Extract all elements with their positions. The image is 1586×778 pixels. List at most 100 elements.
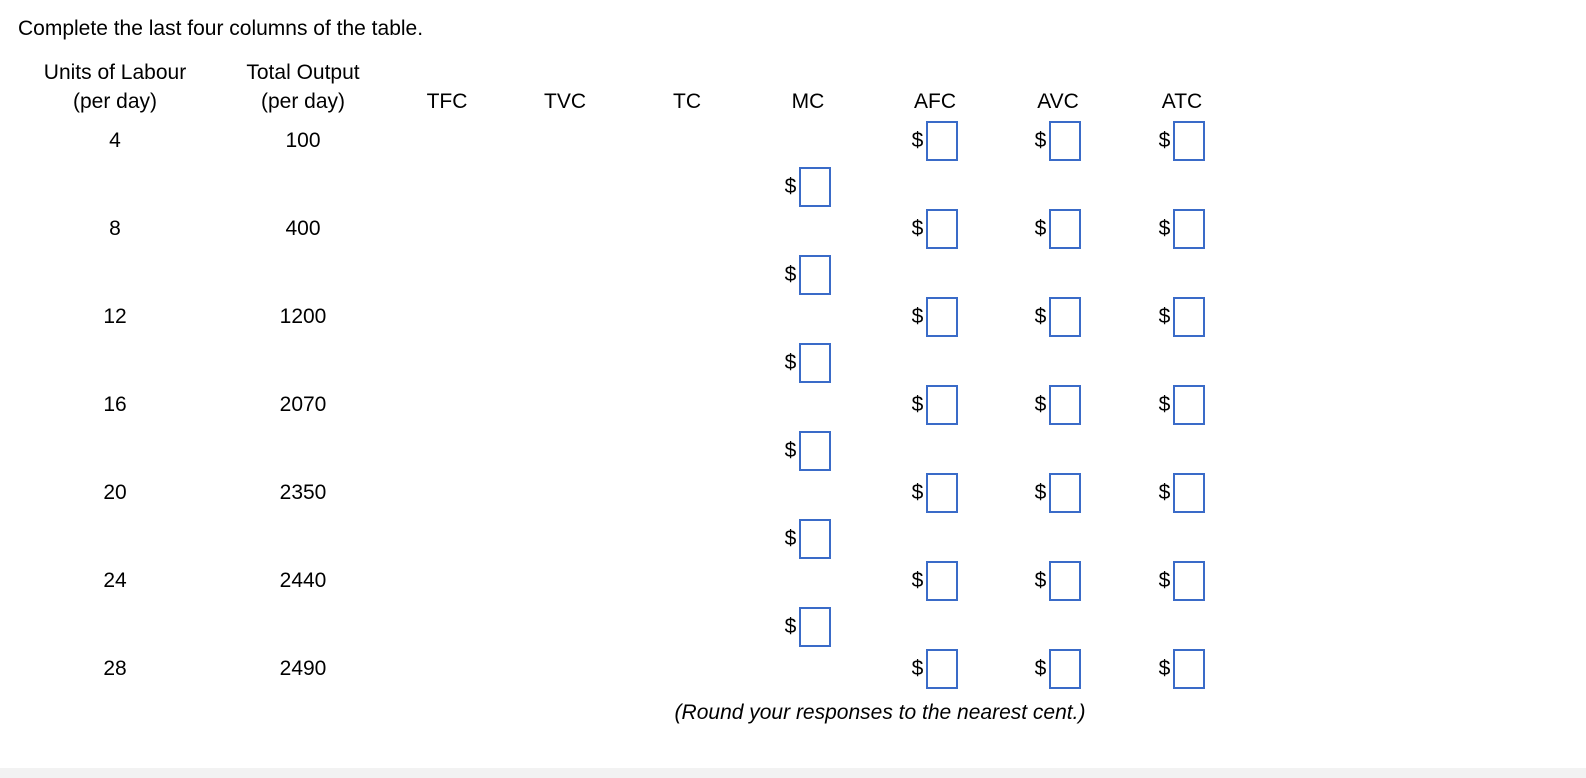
mc-input[interactable] [799,167,832,207]
header-avc: AVC [1037,90,1079,113]
afc-input[interactable] [926,297,959,338]
output-value: 2350 [279,481,327,504]
header-atc: ATC [1161,90,1203,113]
dollar-sign: $ [784,615,797,638]
table-row: 8 400 $ $ $ [0,207,1264,251]
dollar-sign: $ [1034,569,1047,593]
labour-value: 4 [109,129,121,152]
afc-cell: $ [854,471,1016,515]
dollar-sign: $ [1034,217,1047,241]
mc-input-group: $ [762,341,854,385]
dollar-sign: $ [1158,129,1171,153]
avc-cell: $ [1016,383,1100,427]
afc-input[interactable] [926,473,959,514]
table-row: 12 1200 $ $ $ [0,295,1264,339]
mc-input[interactable] [799,255,832,295]
atc-input[interactable] [1173,561,1206,602]
output-value: 2490 [279,657,327,680]
header-labour-per-day: (per day) [72,90,158,113]
dollar-sign: $ [1158,481,1171,505]
dollar-sign: $ [911,129,924,153]
header-spacer [612,58,762,88]
avc-input[interactable] [1049,209,1082,250]
dollar-sign: $ [1034,305,1047,329]
bottom-divider-bar [0,768,1586,778]
atc-input[interactable] [1173,473,1206,514]
atc-input[interactable] [1173,121,1206,162]
mc-input[interactable] [799,343,832,383]
atc-cell: $ [1100,295,1264,339]
header-tvc: TVC [544,90,586,113]
header-total-output: Total Output [246,61,360,84]
mc-input-group: $ [762,165,854,209]
afc-input[interactable] [926,121,959,162]
avc-cell: $ [1016,295,1100,339]
table-row: 28 2490 $ $ $ [0,647,1264,691]
atc-cell: $ [1100,383,1264,427]
mc-input-group: $ [762,605,854,649]
header-output-per-day: (per day) [260,90,346,113]
avc-input[interactable] [1049,385,1082,426]
dollar-sign: $ [784,439,797,462]
dollar-sign: $ [911,393,924,417]
avc-input[interactable] [1049,649,1082,690]
atc-input[interactable] [1173,209,1206,250]
afc-cell: $ [854,383,1016,427]
labour-value: 24 [103,569,127,592]
afc-cell: $ [854,119,1016,163]
atc-input[interactable] [1173,649,1206,690]
header-tc: TC [673,90,701,113]
avc-cell: $ [1016,119,1100,163]
atc-input[interactable] [1173,297,1206,338]
table-row: 20 2350 $ $ $ [0,471,1264,515]
avc-input[interactable] [1049,297,1082,338]
dollar-sign: $ [911,305,924,329]
header-spacer [376,58,518,88]
header-spacer [518,58,612,88]
output-value: 400 [285,217,321,240]
afc-input[interactable] [926,209,959,250]
labour-value: 20 [103,481,127,504]
rounding-note: (Round your responses to the nearest cen… [674,701,1086,724]
atc-cell: $ [1100,207,1264,251]
instruction-text: Complete the last four columns of the ta… [18,17,424,40]
table-row: 24 2440 $ $ $ [0,559,1264,603]
afc-cell: $ [854,207,1016,251]
output-value: 100 [285,129,321,152]
table-row: 16 2070 $ $ $ [0,383,1264,427]
dollar-sign: $ [1158,305,1171,329]
mc-input-group: $ [762,429,854,473]
mc-input[interactable] [799,607,832,647]
afc-input[interactable] [926,385,959,426]
afc-input[interactable] [926,561,959,602]
output-value: 2070 [279,393,327,416]
labour-value: 16 [103,393,127,416]
dollar-sign: $ [1158,657,1171,681]
avc-input[interactable] [1049,561,1082,602]
mc-input[interactable] [799,431,832,471]
dollar-sign: $ [911,481,924,505]
avc-input[interactable] [1049,121,1082,162]
avc-input[interactable] [1049,473,1082,514]
afc-cell: $ [854,647,1016,691]
afc-cell: $ [854,559,1016,603]
avc-cell: $ [1016,471,1100,515]
dollar-sign: $ [1158,393,1171,417]
avc-cell: $ [1016,207,1100,251]
header-afc: AFC [914,90,956,113]
atc-cell: $ [1100,471,1264,515]
header-row-line2: (per day) (per day) TFC TVC TC MC AFC AV… [0,88,1264,116]
avc-cell: $ [1016,647,1100,691]
afc-input[interactable] [926,649,959,690]
header-spacer [762,58,854,88]
header-spacer [1016,58,1100,88]
atc-input[interactable] [1173,385,1206,426]
avc-cell: $ [1016,559,1100,603]
header-tfc: TFC [426,90,468,113]
mc-input-group: $ [762,517,854,561]
header-spacer [854,58,1016,88]
mc-input[interactable] [799,519,832,559]
dollar-sign: $ [784,175,797,198]
header-spacer [1100,58,1264,88]
output-value: 1200 [279,305,327,328]
